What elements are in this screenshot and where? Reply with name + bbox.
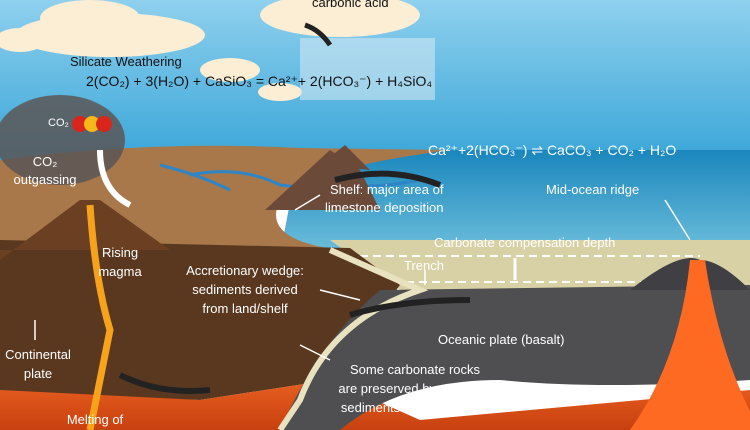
co2-molecule-icon [72,116,112,132]
co2-outgassing-label-2: outgassing [13,172,77,187]
outgassing-arrow-icon [97,149,132,208]
melting-label: Melting of [66,412,124,427]
mid-ocean-ridge-label: Mid-ocean ridge [546,182,640,197]
carbonate-equation: Ca²⁺+2(HCO₃⁻) ⇌ CaCO₃ + CO₂ + H₂O [428,142,677,158]
co2-molecule-label: CO₂ [48,117,69,129]
oceanic-plate [280,285,750,430]
ridge-magma [630,260,750,430]
oceanic-plate-label: Oceanic plate (basalt) [438,332,565,347]
subduction-arrow-icon [349,297,471,318]
carbonate-rocks-label-2: are preserved by overlying [338,381,492,396]
rain [300,38,435,100]
rising-magma-label-1: Rising [101,245,139,260]
carbonate-rocks-label-3: sediments and subducted [340,400,490,415]
ccd-zone [330,240,750,290]
wedge-label-1: Accretionary wedge: [186,263,304,278]
carbonic-acid-label: carbonic acid [312,0,389,10]
continental-plate-label-2: plate [23,366,53,381]
rain-arrow-icon [304,22,333,47]
silicate-weathering-title: Silicate Weathering [70,54,182,69]
magma-conduit [86,204,114,430]
ccd-label: Carbonate compensation depth [434,235,616,250]
clouds [0,0,420,101]
leader-lines [34,194,691,361]
shelf-label-1: Shelf: major area of [330,182,444,197]
runoff-arrow-icon [334,170,442,188]
rising-magma-label-2: magma [98,264,142,279]
wedge-label-2: sediments derived [192,282,298,297]
trench-label: Trench [404,258,444,273]
co2-outgassing-label-1: CO₂ [32,154,58,169]
mountains [265,145,380,210]
sediment-layer [277,247,429,430]
wedge-label-3: from land/shelf [202,301,288,316]
continental-plate-label-1: Continental [5,347,71,362]
melting-arrow-icon [118,372,211,394]
carbonate-rocks-label-1: Some carbonate rocks [349,362,481,377]
shelf-label-2: limestone deposition [325,200,444,215]
silicate-equation: 2(CO₂) + 3(H₂O) + CaSiO₃ = Ca²⁺+ 2(HCO₃⁻… [86,73,433,89]
volcano [0,200,170,260]
